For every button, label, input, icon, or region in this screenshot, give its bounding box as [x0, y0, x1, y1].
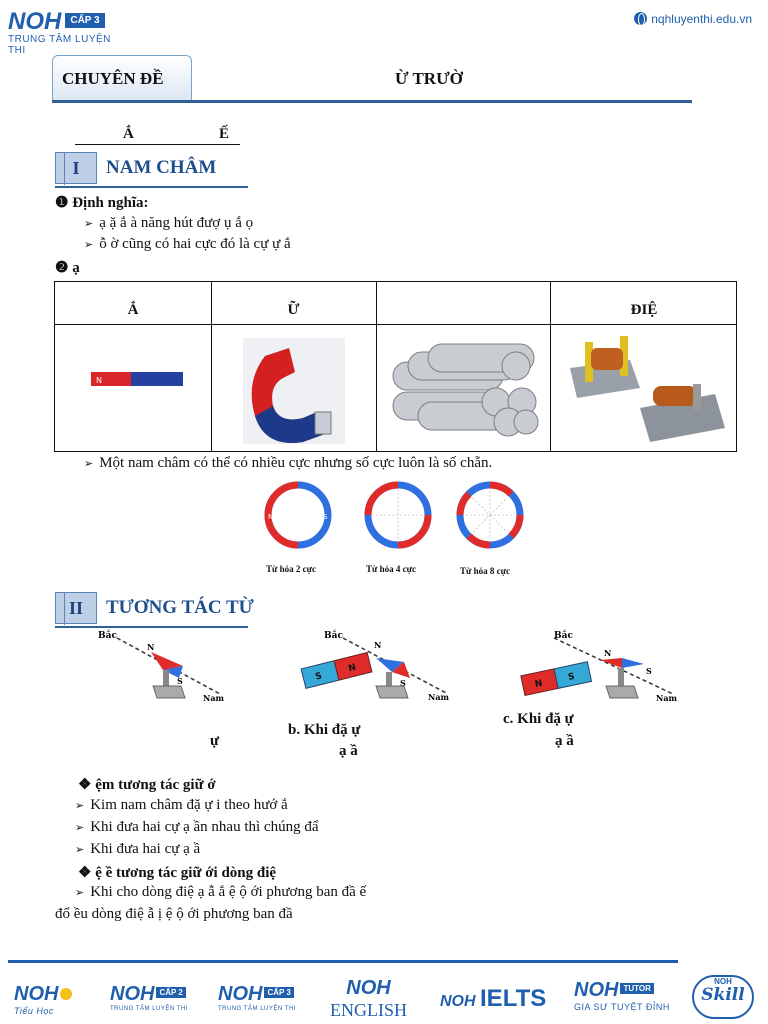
ring-2-poles: N S: [264, 481, 332, 549]
experiment-1-heading: ❖ ệm tương tác giữ ớ: [78, 777, 216, 793]
table-header-electro: ĐIỆ: [630, 302, 658, 318]
footer-brand-english[interactable]: NOH ENGLISH: [330, 977, 407, 1020]
table-header-bar: Ắ: [127, 302, 139, 318]
arrow-icon: ➢: [75, 799, 85, 812]
compass-diagram-b: S N Bắc N S Nam: [300, 629, 449, 702]
svg-text:N: N: [534, 679, 543, 690]
chuyen-de-label: CHUYÊN ĐỀ: [62, 69, 164, 88]
table-header-row: [55, 282, 736, 325]
experiment-1-line-3: ➢Khi đưa hai cự ạ ầ: [75, 841, 201, 857]
horseshoe-magnet-image: [243, 338, 345, 444]
arrow-icon: ➢: [84, 217, 94, 230]
footer-brand-tieu-hoc[interactable]: NOH Tiểu Học: [14, 983, 73, 1016]
svg-text:N: N: [374, 640, 381, 650]
svg-text:Bắc: Bắc: [554, 629, 573, 641]
arrow-icon: ➢: [75, 821, 85, 834]
arrow-icon: ➢: [84, 457, 94, 470]
ring-caption-2: Từ hóa 2 cực: [266, 564, 317, 574]
magnetized-rings-figure: N S: [264, 481, 524, 549]
footer-brand-skill[interactable]: NOH Skill: [692, 975, 754, 1019]
caption-b-line2: ạ ầ: [339, 743, 358, 759]
compass-diagram-a: Bắc N S Nam: [98, 629, 224, 703]
svg-text:N: N: [96, 376, 102, 385]
section-2-underline: [55, 626, 248, 628]
globe-icon: [634, 12, 648, 26]
magnet-types-table: Ắ Ữ ĐIỆ N: [54, 281, 737, 452]
definition-line-1: ➢ạ ặ ắ à năng hút đượ ụ ắ ọ: [84, 215, 254, 231]
sub-heading-part1: Ắ: [123, 126, 134, 142]
section-1-underline: [55, 186, 248, 188]
compass-diagram-c: N S Bắc N S Nam: [520, 629, 677, 703]
svg-text:S: S: [177, 676, 183, 686]
types-heading: ❷ ạ: [55, 260, 80, 276]
caption-a: ự: [210, 733, 220, 749]
arrow-icon: ➢: [84, 238, 94, 251]
experiment-1-line-2: ➢Khi đưa hai cự ạ ần nhau thì chúng đẩ: [75, 819, 319, 835]
website-text: nqhluyenthi.edu.vn: [651, 12, 752, 26]
svg-text:S: S: [323, 513, 328, 521]
sub-heading: Ắ Ế: [75, 126, 240, 145]
sub-heading-part2: Ế: [219, 126, 230, 142]
svg-text:Nam: Nam: [203, 693, 224, 703]
experiment-2-line-2: đổ ều dòng điệ ẫ ị ệ ộ ới phương ban đầ: [55, 906, 293, 922]
ring-caption-8: Từ hóa 8 cực: [460, 566, 511, 576]
svg-text:N: N: [604, 648, 611, 658]
ring-caption-4: Từ hóa 4 cực: [366, 564, 417, 574]
svg-text:S: S: [567, 672, 575, 683]
svg-text:S: S: [646, 666, 652, 676]
footer-divider: [8, 960, 678, 963]
electromagnet-image: [570, 336, 725, 442]
svg-text:N: N: [147, 642, 154, 652]
svg-text:N: N: [268, 513, 273, 521]
svg-text:S: S: [400, 678, 406, 688]
section-2-title: TƯƠNG TÁC TỪ: [106, 597, 254, 618]
definition-line-2: ➢ỗ ờ cũng có hai cực đó là cự ự ắ: [84, 236, 291, 252]
svg-text:S: S: [314, 671, 323, 682]
svg-text:Bắc: Bắc: [324, 629, 343, 641]
logo-brand: NOH: [8, 8, 62, 35]
topic-title: Ừ TRƯỜ: [395, 69, 463, 88]
disc-magnets-image: [392, 343, 539, 437]
multi-pole-note: ➢Một nam châm có thể có nhiều cực nhưng …: [84, 455, 493, 471]
sun-icon: [60, 988, 73, 1000]
ring-8-poles: [456, 481, 524, 549]
definition-heading: ❶ Định nghĩa:: [55, 195, 149, 211]
caption-c-line1: c. Khi đặ ự: [503, 711, 574, 727]
chuyen-de-tab: [52, 55, 192, 102]
experiment-2-line-1: ➢Khi cho dòng điệ ạ ẫ ắ ệ ộ ới phương ba…: [75, 884, 367, 900]
caption-c-line2: ạ ầ: [555, 733, 574, 749]
section-1-number: I: [55, 152, 97, 185]
experiment-1-line-1: ➢Kim nam châm đặ ự i theo hướ ắ: [75, 797, 288, 813]
section-2-number: II: [55, 592, 97, 625]
footer-brand-ielts[interactable]: NOH IELTS: [440, 985, 547, 1012]
arrow-icon: ➢: [75, 886, 85, 899]
website-link[interactable]: nqhluyenthi.edu.vn: [634, 12, 752, 26]
section-1-title: NAM CHÂM: [106, 157, 217, 178]
svg-text:Nam: Nam: [656, 693, 677, 703]
experiment-2-heading: ❖ ệ ề tương tác giữ ới dòng điệ: [78, 865, 277, 881]
arrow-icon: ➢: [75, 843, 85, 856]
caption-b-line1: b. Khi đặ ự: [288, 722, 361, 738]
svg-text:Nam: Nam: [428, 692, 449, 702]
bar-magnet-image: N: [91, 372, 183, 386]
topic-underline: [52, 100, 692, 103]
logo-subtitle: TRUNG TÂM LUYỆN THI: [8, 34, 111, 56]
table-header-horseshoe: Ữ: [287, 302, 300, 318]
svg-text:Bắc: Bắc: [98, 629, 117, 641]
ring-4-poles: [364, 481, 432, 549]
svg-text:N: N: [347, 663, 357, 675]
logo-level: CẤP 3: [65, 13, 105, 28]
